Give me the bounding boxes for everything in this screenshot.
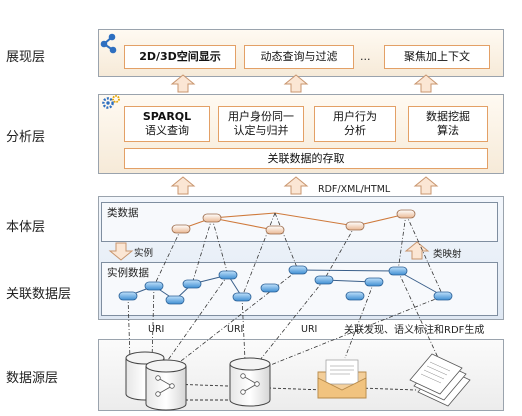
instance-node xyxy=(218,270,238,280)
up-arrow-5 xyxy=(283,176,309,195)
class-nodes xyxy=(171,209,416,235)
presentation-ellipsis: ... xyxy=(360,50,371,63)
analysis-box-behavior-line2: 分析 xyxy=(344,124,366,137)
instance-data-title: 实例数据 xyxy=(107,267,149,279)
formats-label: RDF/XML/HTML xyxy=(318,184,391,195)
presentation-box-dynamic-query: 动态查询与过滤 xyxy=(244,45,354,69)
analysis-box-sparql: SPARQL 语义查询 xyxy=(124,106,210,142)
uri-label-1: URI xyxy=(148,324,165,335)
instance-node xyxy=(144,281,164,291)
presentation-box-spatial-display: 2D/3D空间显示 xyxy=(124,45,236,69)
class-node xyxy=(265,225,285,235)
gear-icon xyxy=(102,95,120,109)
up-arrow-4 xyxy=(170,176,196,195)
layer-label-analysis: 分析层 xyxy=(6,130,46,145)
instance-label: 实例 xyxy=(134,248,154,259)
class-node xyxy=(202,213,222,223)
instance-node xyxy=(433,291,453,301)
analysis-box-mining: 数据挖掘 算法 xyxy=(408,106,488,142)
analysis-box-identity: 用户身份同一 认定与归并 xyxy=(218,106,304,142)
database-icon-3 xyxy=(229,357,271,407)
database-icon-2 xyxy=(145,359,187,411)
instance-node xyxy=(232,292,252,302)
instance-node xyxy=(165,295,185,305)
generation-label: 关联发现、语义标注和RDF生成 xyxy=(344,325,485,336)
class-mapping-up-arrow xyxy=(404,241,430,260)
layer-label-linked-data: 关联数据层 xyxy=(6,287,72,302)
layer-label-presentation: 展现层 xyxy=(6,50,46,65)
up-arrow-3 xyxy=(413,74,439,93)
documents-icon xyxy=(409,353,471,407)
instance-node xyxy=(388,266,408,276)
analysis-box-behavior: 用户行为 分析 xyxy=(314,106,396,142)
class-node xyxy=(396,209,416,219)
uri-label-3: URI xyxy=(301,324,318,335)
class-node xyxy=(345,221,365,231)
layer-label-data-source: 数据源层 xyxy=(6,371,59,386)
instance-node xyxy=(118,291,138,301)
instance-node xyxy=(260,283,280,293)
uri-label-2: URI xyxy=(227,324,244,335)
instance-node xyxy=(345,291,365,301)
up-arrow-6 xyxy=(413,176,439,195)
instance-node xyxy=(364,277,384,287)
analysis-box-behavior-line1: 用户行为 xyxy=(333,110,377,124)
presentation-box-focus-context: 聚焦加上下文 xyxy=(384,45,490,69)
source-links xyxy=(150,383,417,401)
instance-nodes xyxy=(118,265,453,305)
layer-label-ontology: 本体层 xyxy=(6,220,46,235)
analysis-box-mining-line2: 算法 xyxy=(437,124,459,137)
class-node xyxy=(171,224,191,234)
storage-box: 关联数据的存取 xyxy=(124,148,488,169)
instance-node xyxy=(314,275,334,285)
analysis-box-identity-line2: 认定与归并 xyxy=(233,124,289,137)
analysis-box-sparql-line2: 语义查询 xyxy=(145,124,189,137)
class-data-title: 类数据 xyxy=(107,207,139,219)
up-arrow-2 xyxy=(283,74,309,93)
class-mapping-label: 类映射 xyxy=(433,249,462,260)
cross-layer-links xyxy=(127,212,444,369)
instance-node xyxy=(288,265,308,275)
up-arrow-1 xyxy=(170,74,196,93)
envelope-icon xyxy=(317,359,367,399)
analysis-box-mining-line1: 数据挖掘 xyxy=(426,110,470,124)
instance-down-arrow xyxy=(108,242,134,261)
instance-node xyxy=(182,279,202,289)
analysis-box-sparql-line1: SPARQL xyxy=(142,110,192,124)
analysis-box-identity-line1: 用户身份同一 xyxy=(228,110,294,124)
class-data-panel: 类数据 xyxy=(101,202,498,242)
